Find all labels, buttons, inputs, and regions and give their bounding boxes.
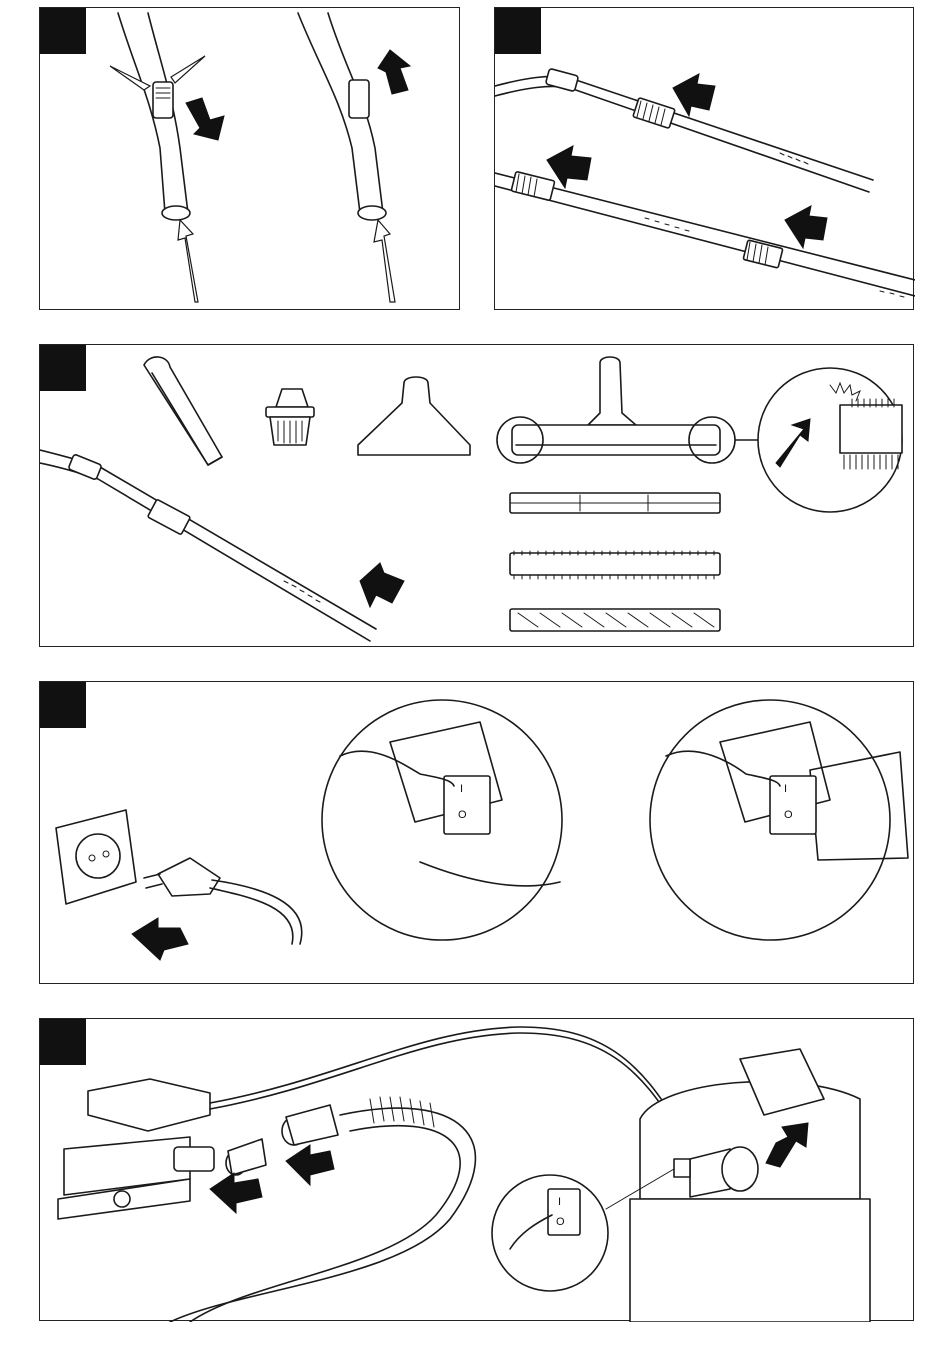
arrow-up-right-icon (360, 563, 404, 607)
hose-handle-illustration (40, 8, 461, 311)
brush-insert-2 (510, 551, 720, 579)
vacuum-switch[interactable] (674, 1159, 690, 1177)
wall-socket-icon (56, 810, 136, 904)
arrow-up-outline-icon (178, 220, 198, 302)
arrow-down-icon (186, 98, 224, 140)
floor-nozzle-icon (497, 357, 735, 463)
switch-on-symbol: I (784, 783, 787, 795)
arrow-left-icon (785, 206, 827, 248)
upholstery-nozzle-icon (358, 377, 470, 455)
arrow-plug-in-icon (132, 918, 188, 960)
power-tool-connection-illustration: I O (40, 1019, 915, 1322)
switch-off-symbol: O (458, 809, 467, 821)
crevice-nozzle-icon (144, 357, 222, 465)
panel-extension-tubes (494, 7, 914, 310)
vacuum-cleaner-icon (630, 1049, 870, 1322)
arrow-left-icon (673, 74, 715, 116)
brush-insert-3 (510, 609, 720, 631)
zoom-detail-circle (735, 368, 902, 512)
switch-off-symbol: O (556, 1216, 565, 1228)
panel-power-switch: I O I O (39, 681, 914, 984)
switch-off-symbol: O (784, 809, 793, 821)
panel-power-tool-connection: I O (39, 1018, 914, 1321)
arrow-up-outline-icon (374, 220, 395, 302)
extension-tubes-illustration (495, 8, 915, 311)
panel-hose-handle (39, 7, 460, 310)
rocker-switch[interactable] (770, 776, 816, 834)
brush-insert-1 (510, 493, 720, 513)
rocker-switch[interactable] (548, 1189, 580, 1235)
power-switch-illustration: I O I O (40, 682, 915, 985)
arrow-left-icon (286, 1145, 334, 1185)
round-brush-icon (266, 389, 314, 445)
arrow-up-icon (378, 50, 410, 94)
switch-on-symbol: I (558, 1196, 561, 1208)
switch-off-detail: I O (650, 700, 908, 940)
rocker-switch[interactable] (444, 776, 490, 834)
arrow-left-icon (210, 1173, 262, 1213)
orbital-sander-icon (58, 1079, 214, 1219)
switch-on-symbol: I (460, 783, 463, 795)
nozzle-accessories-illustration (40, 345, 915, 648)
switch-on-detail: I O (322, 700, 562, 940)
panel-nozzle-accessories (39, 344, 914, 647)
